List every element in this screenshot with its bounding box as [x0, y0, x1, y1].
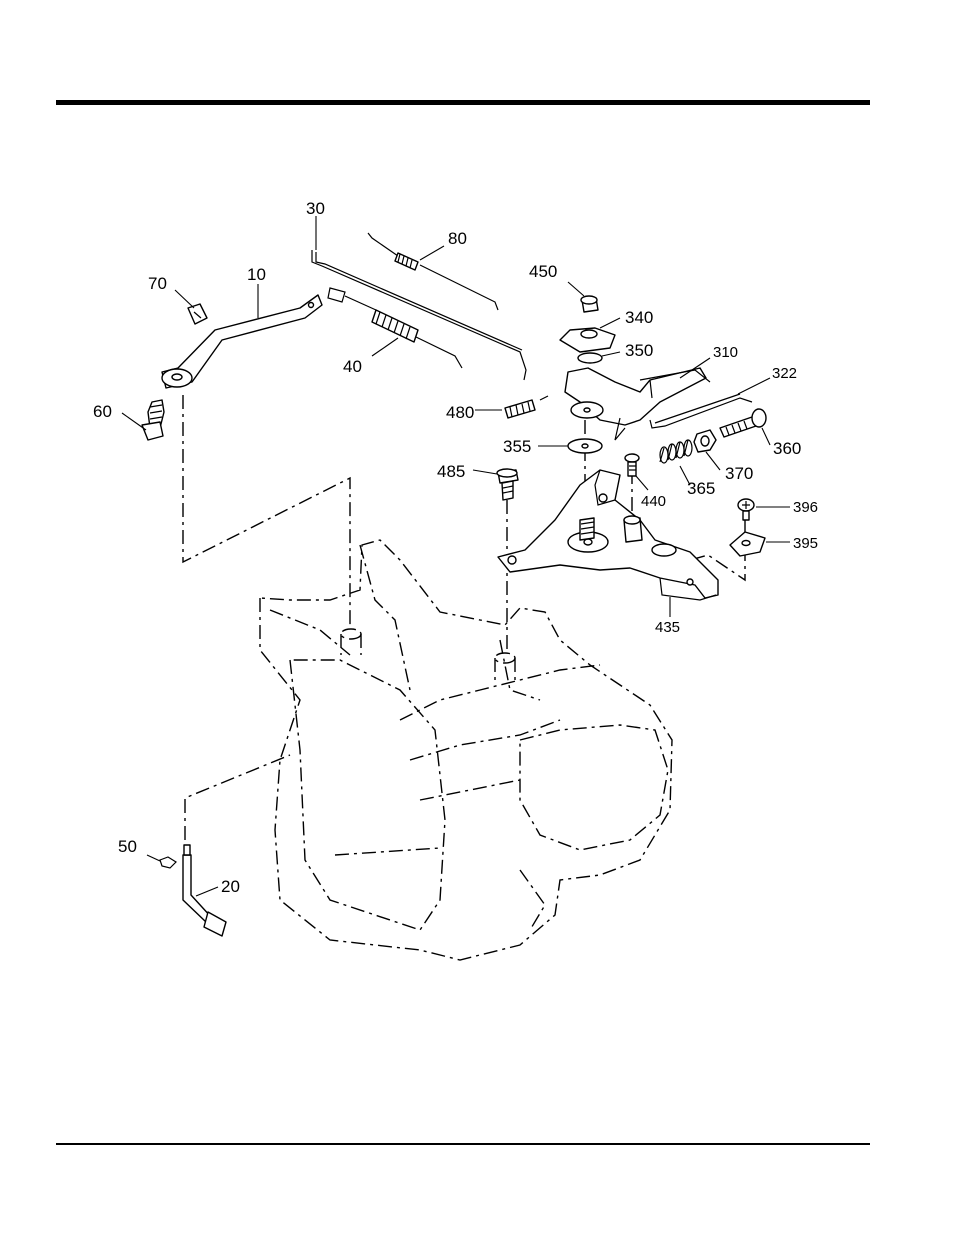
- callout-360: 360: [773, 439, 801, 458]
- callout-450: 450: [529, 262, 557, 281]
- callout-10: 10: [247, 265, 266, 284]
- callout-365: 365: [687, 479, 715, 498]
- callout-322: 322: [772, 365, 797, 382]
- callout-485: 485: [437, 462, 465, 481]
- callout-340: 340: [625, 308, 653, 327]
- part-50-clip: [160, 857, 176, 868]
- callout-20: 20: [221, 877, 240, 896]
- part-20-rod: [183, 845, 226, 936]
- part-435-base-bracket: [498, 470, 718, 600]
- part-60-knob: [142, 400, 164, 440]
- part-10-lever-arm: [162, 295, 322, 388]
- callout-50: 50: [118, 837, 137, 856]
- callout-396: 396: [793, 499, 818, 516]
- part-485-bolt: [497, 469, 518, 500]
- callout-30: 30: [306, 199, 325, 218]
- part-396-screw: [738, 499, 754, 520]
- part-355-washer: [568, 439, 602, 453]
- callout-310: 310: [713, 344, 738, 361]
- part-70-clip: [188, 304, 207, 324]
- part-395-clip: [730, 532, 765, 556]
- callout-355: 355: [503, 437, 531, 456]
- callout-80: 80: [448, 229, 467, 248]
- part-80-spring: [368, 233, 498, 310]
- callout-395: 395: [793, 535, 818, 552]
- callout-70: 70: [148, 274, 167, 293]
- callout-435: 435: [655, 619, 680, 636]
- callout-480: 480: [446, 403, 474, 422]
- part-365-spring: [660, 440, 692, 463]
- part-480-spring: [505, 396, 548, 418]
- part-40-spring: [328, 288, 462, 368]
- part-370-nut: [694, 430, 716, 452]
- part-440-screw: [625, 454, 639, 476]
- callout-40: 40: [343, 357, 362, 376]
- callout-370: 370: [725, 464, 753, 483]
- engine-block-outline: [260, 540, 672, 960]
- callout-60: 60: [93, 402, 112, 421]
- callout-440: 440: [641, 493, 666, 510]
- part-360-screw: [720, 409, 766, 437]
- callout-350: 350: [625, 341, 653, 360]
